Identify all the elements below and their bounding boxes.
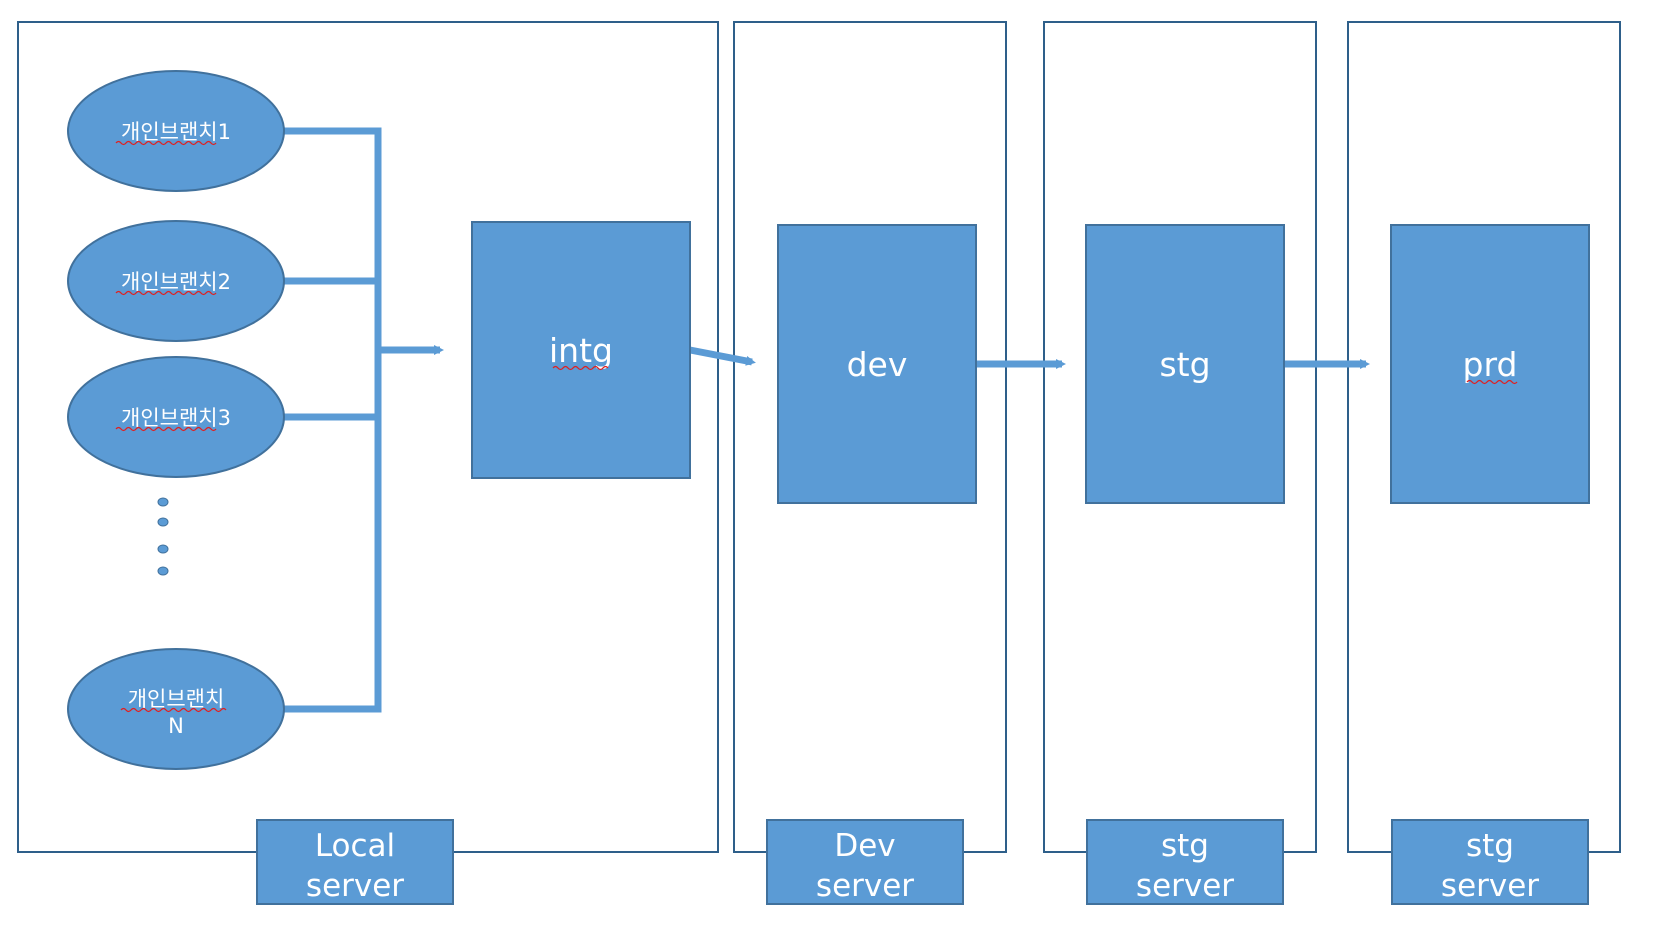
server-label-line2: server xyxy=(1441,868,1539,904)
local-server-label: Local server xyxy=(256,819,454,905)
intg-to-dev-arrow xyxy=(689,346,756,366)
spellcheck-underline xyxy=(115,426,217,432)
spellcheck-underline xyxy=(115,140,217,146)
branch-connectors xyxy=(284,127,444,713)
dev-server-label: Dev server xyxy=(766,819,964,905)
dev-box: dev xyxy=(777,224,977,504)
server-label-line1: stg xyxy=(1161,828,1209,864)
spellcheck-underline xyxy=(1466,379,1518,385)
stg-label: stg xyxy=(1159,345,1210,384)
dev-label: dev xyxy=(847,345,908,384)
branch-label: 개인브랜치 xyxy=(128,687,225,711)
branch-label: 개인브랜치1 xyxy=(121,120,231,144)
prd-box: prd xyxy=(1390,224,1590,504)
stg-server-label: stg server xyxy=(1086,819,1284,905)
stg-box: stg xyxy=(1085,224,1285,504)
branch-label: 개인브랜치2 xyxy=(121,270,231,294)
branch-label-suffix: N xyxy=(168,714,184,738)
branch-label: 개인브랜치3 xyxy=(121,406,231,430)
spellcheck-underline xyxy=(120,707,227,713)
branch-node: 개인브랜치1 xyxy=(67,70,285,192)
more-branches-ellipsis xyxy=(157,497,169,576)
server-label-line1: Dev xyxy=(834,828,895,864)
spellcheck-underline xyxy=(115,290,217,296)
spellcheck-underline xyxy=(552,365,609,371)
server-label-line2: server xyxy=(306,868,404,904)
prd-server-label: stg server xyxy=(1391,819,1589,905)
intg-label: intg xyxy=(549,331,613,370)
server-label-line1: Local xyxy=(315,828,395,864)
server-label-line1: stg xyxy=(1466,828,1514,864)
branch-node: 개인브랜치2 xyxy=(67,220,285,342)
intg-box: intg xyxy=(471,221,691,479)
server-label-line2: server xyxy=(816,868,914,904)
prd-label: prd xyxy=(1463,345,1518,384)
branch-node: 개인브랜치 N xyxy=(67,648,285,770)
server-label-line2: server xyxy=(1136,868,1234,904)
branch-node: 개인브랜치3 xyxy=(67,356,285,478)
